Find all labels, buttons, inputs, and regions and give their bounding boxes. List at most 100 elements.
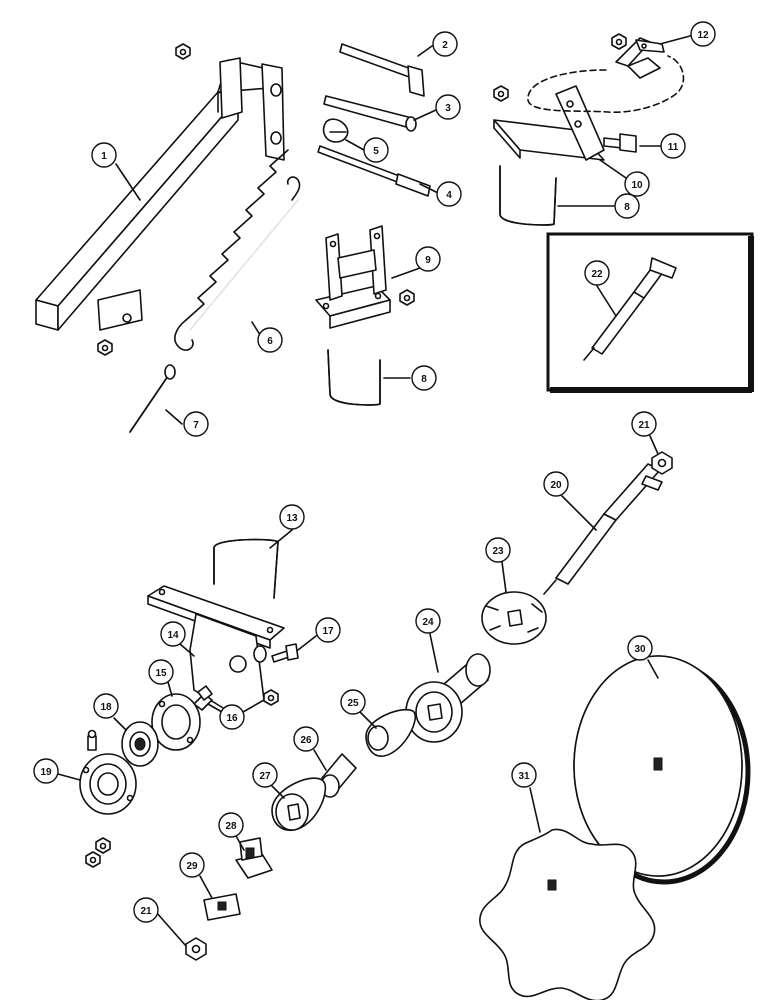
callout-19-label: 19 [40,767,52,778]
part-28-cap [235,837,273,879]
part-29-washer [203,893,241,921]
callout-4-label: 4 [446,190,452,201]
part-7-eye-bolt [129,364,176,433]
callout-9-label: 9 [425,255,431,266]
nut-part-19-b [85,851,101,868]
part-2-bolt [339,43,425,97]
callout-15-label: 15 [155,668,167,679]
part-11-bolt [603,133,637,153]
callout-20: 20 [543,471,569,497]
part-19-housing [79,753,137,815]
callout-23-label: 23 [492,546,504,557]
part-12-bracket [615,37,665,79]
part-24-spool [405,653,491,743]
part-31-notched-disc [479,828,656,1000]
callout-7-label: 7 [193,420,199,431]
callout-26-label: 26 [300,735,312,746]
callout-11-label: 11 [668,142,679,153]
callout-21-top-label: 21 [638,420,650,431]
callout-18: 18 [93,693,119,719]
callout-14-label: 14 [167,630,179,641]
callout-25: 25 [340,689,366,715]
part-26-sleeve [320,753,357,798]
part-17-bolt [271,643,299,663]
dashed-assembly-outline [527,55,685,113]
callout-21-top: 21 [631,411,657,437]
callout-9: 9 [415,246,441,272]
callout-11: 11 [660,133,686,159]
callout-29: 29 [179,852,205,878]
callout-12-label: 12 [697,30,709,41]
nut-part-10 [493,85,509,102]
part-15-flange [151,693,201,751]
part-16-bolt [193,685,213,711]
part-4-pin [317,145,431,197]
callout-17: 17 [315,617,341,643]
callout-24-label: 24 [422,617,434,628]
callout-5: 5 [363,137,389,163]
grease-fitting [87,729,97,751]
callout-16: 16 [219,704,245,730]
callout-14: 14 [160,621,186,647]
part-18-bearing [121,721,159,767]
part-1-arm-tube [35,57,285,331]
nut-arm-bottom [97,339,113,356]
callout-5-label: 5 [373,146,379,157]
callout-29-label: 29 [186,861,198,872]
callout-8-lower: 8 [411,365,437,391]
part-20-axle [543,463,663,595]
callout-4: 4 [436,181,462,207]
inset-box [546,232,754,393]
callout-10-label: 10 [631,180,643,191]
callout-13: 13 [279,504,305,530]
callout-8-lower-label: 8 [421,374,427,385]
callout-20-label: 20 [550,480,562,491]
callout-10: 10 [624,171,650,197]
callout-28-label: 28 [225,821,237,832]
callout-2-label: 2 [442,40,448,51]
callout-26: 26 [293,726,319,752]
callout-22: 22 [584,260,610,286]
callout-31: 31 [511,762,537,788]
callout-7: 7 [183,411,209,437]
callout-6: 6 [257,327,283,353]
nut-part-9 [399,289,415,306]
part-30-disc [573,655,751,885]
callout-3-label: 3 [445,103,451,114]
part-6-spring [174,149,301,351]
callout-24: 24 [415,608,441,634]
callout-23: 23 [485,537,511,563]
callout-21-bottom: 21 [133,897,159,923]
callout-8-upper: 8 [614,193,640,219]
callout-30: 30 [627,635,653,661]
part-27-cone [271,777,327,832]
callout-1: 1 [91,142,117,168]
callout-8-upper-label: 8 [624,202,630,213]
callout-17-label: 17 [322,626,334,637]
part-8-u-bolt-lower [327,349,381,406]
callout-16-label: 16 [226,713,238,724]
callout-18-label: 18 [100,702,112,713]
callout-28: 28 [218,812,244,838]
callout-6-label: 6 [267,336,273,347]
nut-part-19-a [95,837,111,854]
callout-27-label: 27 [259,771,271,782]
part-9-bracket [315,225,391,329]
part-21-nut-top [651,451,673,475]
callout-22-label: 22 [591,269,603,280]
leader-lines [57,35,691,947]
callout-13-label: 13 [286,513,298,524]
callout-3: 3 [435,94,461,120]
nut-part-12 [611,33,627,50]
callout-31-label: 31 [518,771,530,782]
callout-1-label: 1 [101,151,107,162]
part-5-lynch-pin [322,118,349,143]
callout-30-label: 30 [634,644,646,655]
callout-2: 2 [432,31,458,57]
callout-15: 15 [148,659,174,685]
part-21-nut-bottom [185,937,207,961]
part-23-spacer [481,591,547,645]
callout-27: 27 [252,762,278,788]
callout-19: 19 [33,758,59,784]
